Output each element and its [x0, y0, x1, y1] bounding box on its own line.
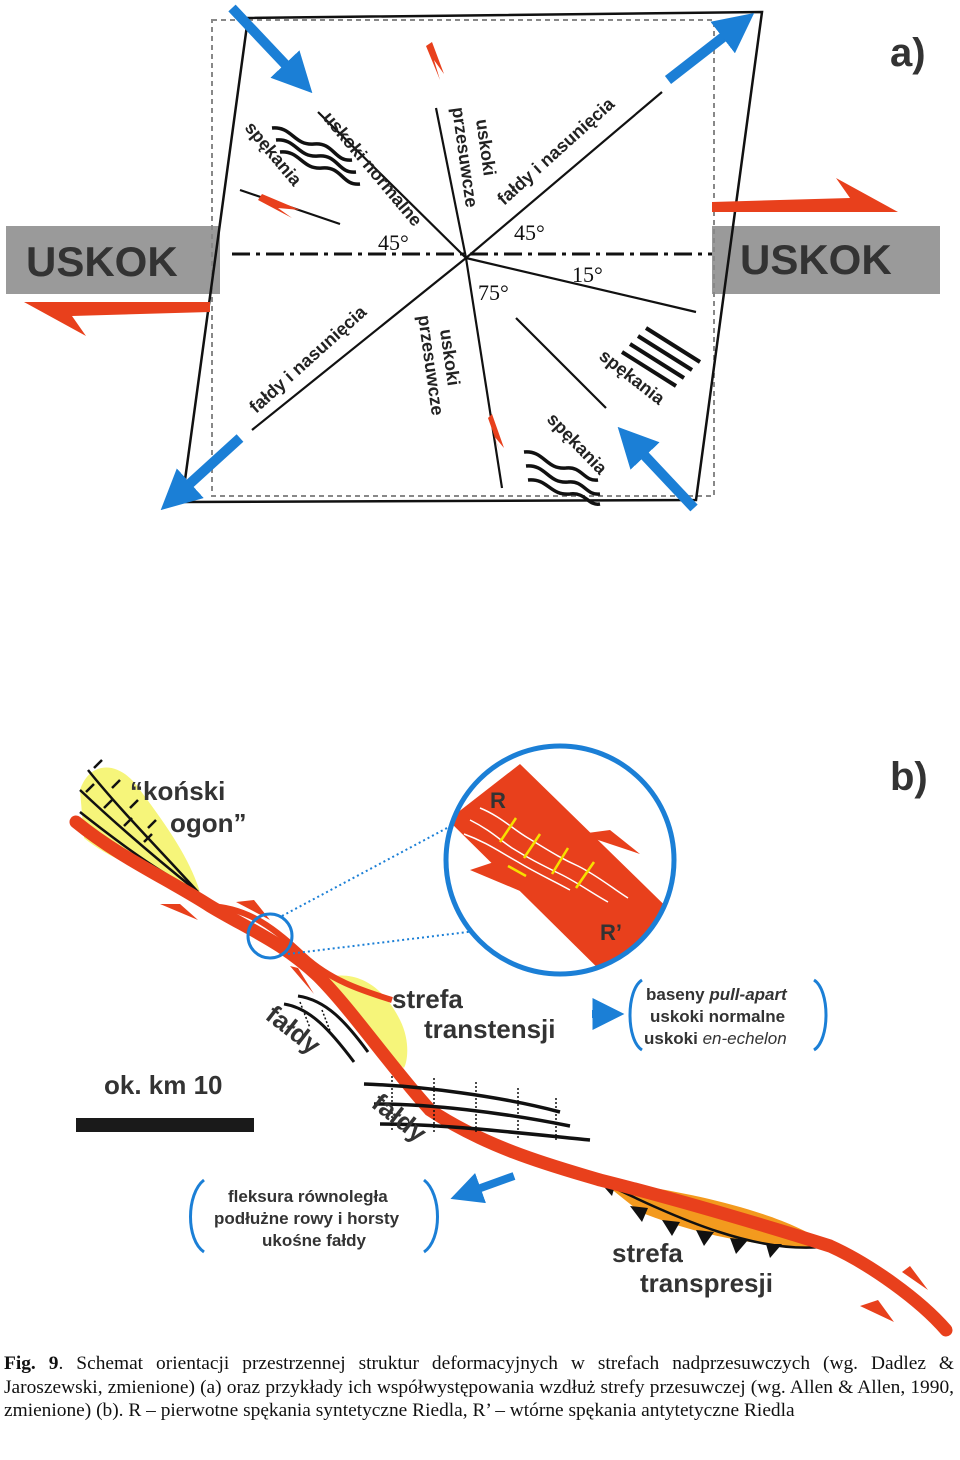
pullapart-line-2: uskoki normalne: [650, 1007, 785, 1026]
fold-traces-upper: [283, 994, 370, 1063]
shear-arrow-small-3: [488, 414, 504, 452]
magnifier-large-circle: [443, 743, 677, 977]
pullapart-bracket-left: [628, 978, 643, 1052]
fold-axis-arrows: [299, 1001, 557, 1142]
scale-label: ok. km 10: [104, 1070, 223, 1100]
red-half-arrows-panel-a: [24, 42, 898, 452]
angle-75: 75°: [478, 280, 509, 305]
panel-b-label: b): [890, 755, 928, 799]
magnifier-link-lower: [287, 929, 485, 955]
magnifier-link-upper: [281, 819, 463, 917]
transtension-label-1: strefa: [392, 984, 463, 1014]
horsetail-label-1: “koński: [130, 776, 225, 806]
label-folds-upper-b: fałdy: [260, 999, 327, 1060]
panel-b: b) “koński ogon”: [69, 743, 953, 1337]
pullapart-line-1: baseny pull-apart: [646, 985, 788, 1004]
shear-arrow-small-2: [426, 42, 444, 80]
pullapart-line-3: uskoki en-echelon: [644, 1029, 787, 1048]
shear-arrow-top-right: [712, 178, 898, 212]
panel-a-label: a): [890, 31, 926, 75]
pullapart-bracket-right: [813, 978, 828, 1052]
fault-label-left: USKOK: [26, 238, 178, 285]
angle-left-45: 45°: [378, 230, 409, 255]
figure-caption-text: . Schemat orientacji przestrzennej struk…: [4, 1353, 954, 1421]
blue-arrow-top-right: [664, 12, 755, 84]
deformed-block-outline: [180, 10, 764, 504]
structure-orientation-lines: [239, 91, 697, 489]
flexure-line-2: podłużne rowy i horsty: [214, 1209, 400, 1228]
label-folds-lower: fałdy i nasunięcia: [245, 301, 371, 417]
shear-arrow-bottom-left: [24, 302, 210, 336]
figure-9-diagram: USKOK USKOK: [6, 4, 953, 1337]
fault-band-right: [712, 226, 940, 294]
panel-a: USKOK USKOK: [6, 4, 940, 512]
horsetail-label-2: ogon”: [170, 808, 247, 838]
secondary-fault-strand: [209, 903, 393, 1003]
blue-arrow-bottom-right: [617, 426, 698, 512]
label-folds-upper: fałdy i nasunięcia: [493, 93, 619, 209]
blue-arrows-panel-a: [160, 4, 755, 512]
figure-number: Fig. 9: [4, 1353, 59, 1374]
blue-arrow-bottom-left: [160, 434, 244, 511]
arrow-to-flexure: [450, 1172, 516, 1204]
scale-bar: [76, 1118, 254, 1132]
transpression-label-1: strefa: [612, 1238, 683, 1268]
flexure-line-3: ukośne fałdy: [262, 1231, 366, 1250]
transtension-label-2: transtensji: [424, 1014, 556, 1044]
flexure-bracket-right: [422, 1178, 439, 1254]
crack-set-lower-middle: [523, 450, 601, 506]
angle-right-45: 45°: [514, 220, 545, 245]
angle-15: 15°: [572, 262, 603, 287]
riedel-r-label: R: [490, 788, 506, 813]
shear-arrow-small-1: [258, 194, 300, 218]
crack-set-upper-left: [271, 126, 361, 186]
fault-label-right: USKOK: [740, 236, 892, 283]
fold-traces-lower: [363, 1082, 591, 1142]
magnifier-small-circle: [246, 912, 294, 960]
fault-band-left: [6, 226, 220, 294]
flexure-bracket-left: [189, 1178, 206, 1254]
riedel-r-prime-label: R’: [600, 920, 622, 945]
flexure-line-1: fleksura równoległa: [228, 1187, 388, 1206]
figure-caption: Fig. 9. Schemat orientacji przestrzennej…: [4, 1352, 954, 1423]
crack-set-lower-right: [620, 326, 702, 388]
label-cracks-lower-right: spękania: [596, 345, 670, 409]
riedel-zoom-lens: [446, 746, 674, 974]
horsetail-faults: [79, 759, 199, 894]
transpression-label-2: transpresji: [640, 1268, 773, 1298]
blue-arrow-top-left: [228, 4, 313, 94]
original-square-outline: [211, 19, 715, 497]
transpression-outline: [597, 1178, 831, 1249]
